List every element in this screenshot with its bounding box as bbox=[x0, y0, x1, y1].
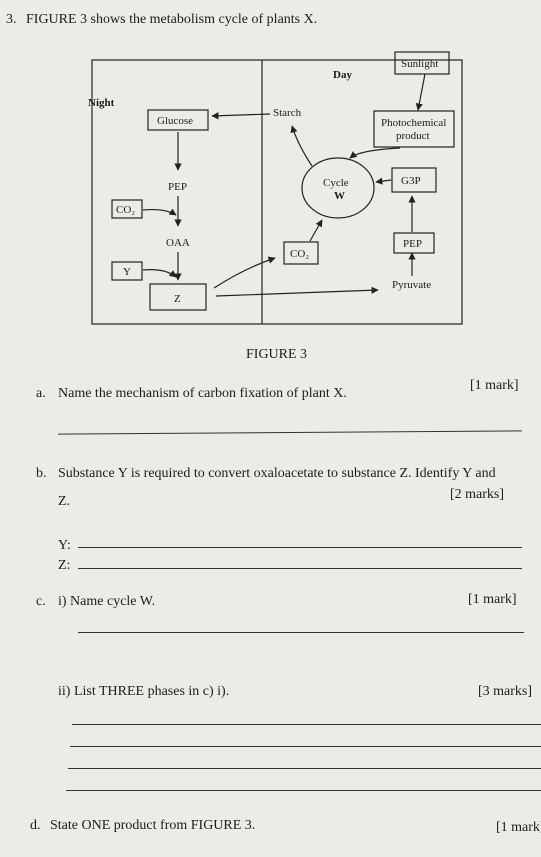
g3p-box bbox=[391, 167, 437, 193]
glucose-box bbox=[147, 109, 209, 131]
part-a-answer-line[interactable] bbox=[58, 430, 522, 435]
part-b-z-label: Z: bbox=[58, 558, 71, 573]
pyruvate-label: Pyruvate bbox=[392, 279, 431, 291]
part-b-y-label: Y: bbox=[58, 538, 71, 553]
co2-left-label: CO₂ bbox=[116, 204, 135, 216]
part-c2-question: ii) List THREE phases in c) i). bbox=[58, 684, 230, 699]
figure-frame bbox=[91, 59, 463, 325]
part-c2-answer-line-3[interactable] bbox=[68, 768, 541, 769]
y-box bbox=[111, 261, 143, 281]
photochemical-label-2: product bbox=[396, 130, 430, 142]
sunlight-box bbox=[394, 51, 450, 75]
pep-right-label: PEP bbox=[403, 238, 422, 250]
part-a-marks: [1 mark] bbox=[470, 378, 519, 393]
co2-left-box bbox=[111, 199, 143, 219]
part-a-question: Name the mechanism of carbon fixation of… bbox=[58, 386, 347, 401]
pep-right-box bbox=[393, 232, 435, 254]
cycle-label-1: Cycle bbox=[323, 177, 349, 189]
part-c2-answer-line-2[interactable] bbox=[70, 746, 541, 747]
question-number: 3. bbox=[6, 12, 17, 27]
figure-caption: FIGURE 3 bbox=[246, 347, 307, 362]
part-c2-answer-line-1[interactable] bbox=[72, 724, 541, 725]
part-c2-answer-line-4[interactable] bbox=[66, 790, 541, 791]
z-box bbox=[149, 283, 207, 311]
part-a-label: a. bbox=[36, 386, 46, 401]
oaa-label: OAA bbox=[166, 237, 190, 249]
figure-3-diagram: Day Night Sunlight Photochemical product… bbox=[88, 51, 463, 362]
part-c2-marks: [3 marks] bbox=[478, 684, 533, 699]
z-label: Z bbox=[174, 293, 181, 305]
part-c1-answer-line[interactable] bbox=[78, 632, 524, 633]
part-b-question-line1: Substance Y is required to convert oxalo… bbox=[58, 466, 496, 481]
y-label: Y bbox=[123, 266, 131, 278]
g3p-label: G3P bbox=[401, 175, 421, 187]
co2-mid-box bbox=[283, 241, 319, 265]
starch-label: Starch bbox=[273, 107, 302, 119]
photochemical-label-1: Photochemical bbox=[381, 117, 446, 129]
part-c-label: c. bbox=[36, 594, 46, 609]
part-b-y-answer-line[interactable] bbox=[78, 547, 522, 548]
part-b-label: b. bbox=[36, 466, 47, 481]
night-label: Night bbox=[88, 97, 115, 109]
part-c1-marks: [1 mark] bbox=[468, 592, 517, 607]
sunlight-label: Sunlight bbox=[401, 58, 438, 70]
cycle-w-circle bbox=[301, 157, 375, 219]
part-b-marks: [2 marks] bbox=[450, 487, 505, 502]
part-b-question-line2: Z. bbox=[58, 494, 71, 509]
cycle-label-2: W bbox=[334, 190, 345, 202]
part-b-z-answer-line[interactable] bbox=[78, 568, 522, 569]
part-d-label: d. bbox=[30, 818, 41, 833]
question-intro: FIGURE 3 shows the metabolism cycle of p… bbox=[26, 12, 318, 27]
glucose-label: Glucose bbox=[157, 115, 193, 127]
part-d-marks: [1 mark] bbox=[496, 820, 541, 835]
pep-left-label: PEP bbox=[168, 181, 187, 193]
part-d-question: State ONE product from FIGURE 3. bbox=[50, 818, 256, 833]
day-label: Day bbox=[333, 69, 352, 81]
part-c1-question: i) Name cycle W. bbox=[58, 594, 156, 609]
photochemical-product-box bbox=[373, 110, 455, 148]
co2-mid-label: CO₂ bbox=[290, 248, 309, 260]
